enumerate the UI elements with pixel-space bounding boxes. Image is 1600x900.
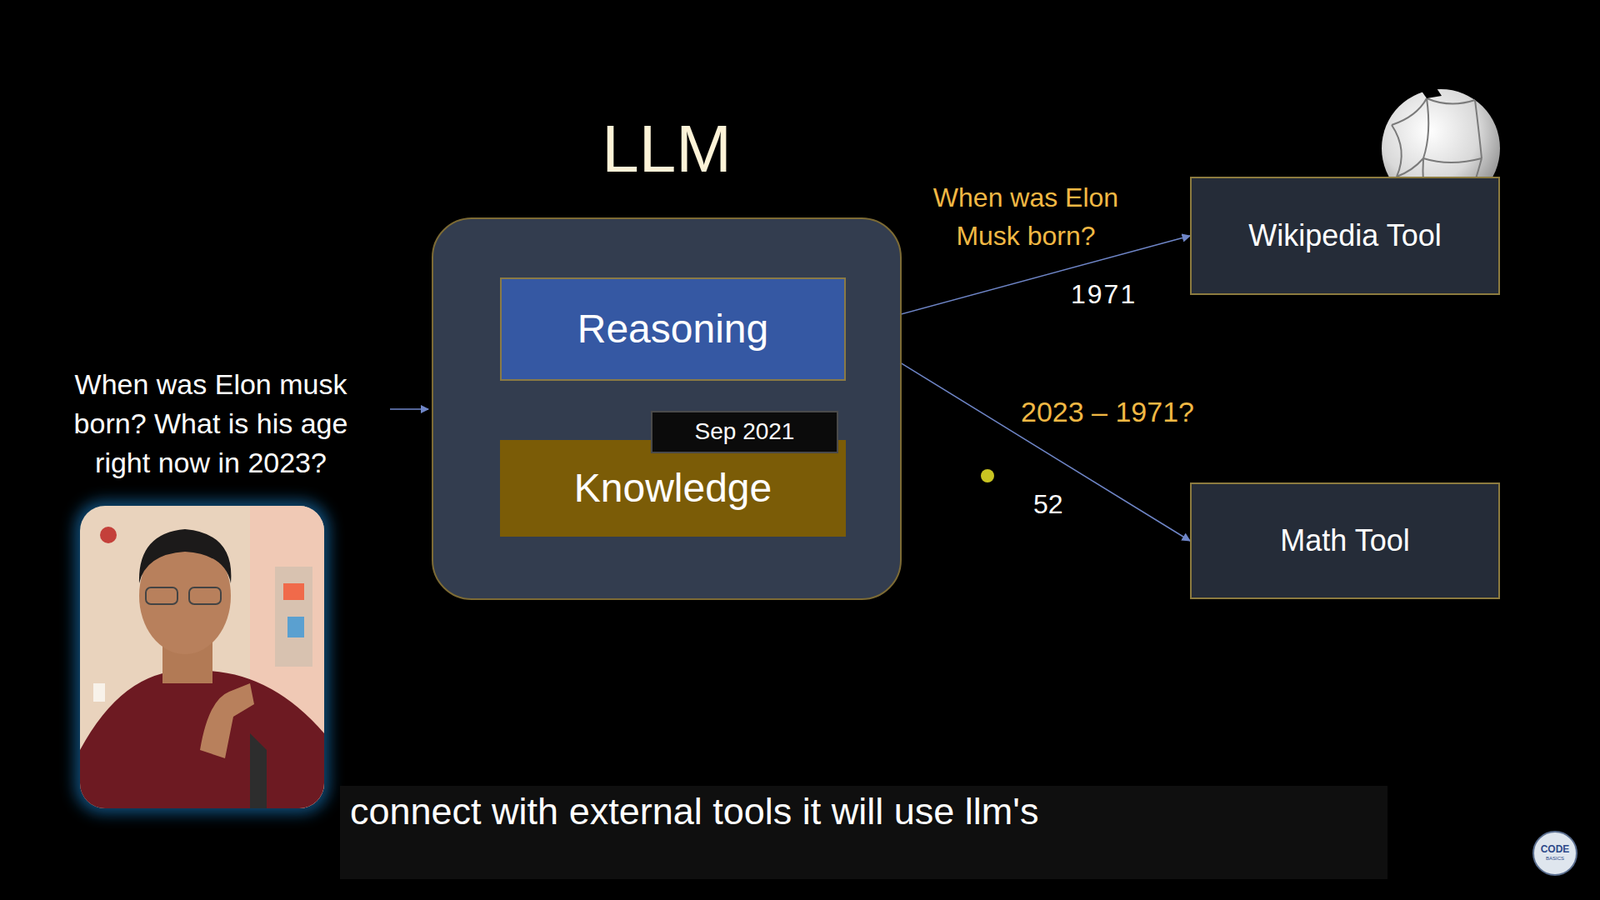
query-note: When was Elon Musk born? — [921, 178, 1130, 256]
llm-container: LLMReasoningSep 2021Knowledge — [431, 217, 902, 600]
caption-band — [340, 785, 1388, 880]
box-label: Knowledge — [574, 465, 773, 511]
box-label: Math Tool — [1280, 523, 1410, 558]
pointer-dot — [980, 469, 995, 483]
input-question: When was Elon musk born? What is his age… — [44, 365, 378, 483]
connector-arrow — [845, 235, 1190, 330]
box-label: Sep 2021 — [695, 418, 795, 445]
result-value: 1971 — [1070, 280, 1137, 310]
caption: connect with external tools it will use … — [350, 788, 1100, 835]
input-arrow — [390, 408, 429, 410]
process-box: Knowledge — [500, 440, 846, 537]
container-heading: LLM — [433, 115, 900, 183]
process-box: Reasoning — [500, 277, 846, 381]
logo-badge — [1533, 831, 1577, 875]
photo-glow — [75, 500, 330, 814]
date-tag: Sep 2021 — [650, 410, 839, 454]
tool-box: Math Tool — [1190, 482, 1500, 600]
query-note: 2023 – 1971? — [1020, 396, 1195, 428]
box-label: Reasoning — [577, 305, 770, 352]
tool-box: Wikipedia Tool — [1190, 176, 1500, 295]
box-label: Wikipedia Tool — [1248, 218, 1441, 253]
wikipedia-globe — [1381, 85, 1500, 208]
result-value: 52 — [1033, 490, 1064, 520]
logo-text: CODE — [1535, 844, 1575, 855]
presenter-photo — [80, 505, 325, 809]
logo-text: BASICS — [1535, 855, 1575, 861]
connector-arrow — [845, 329, 1190, 541]
